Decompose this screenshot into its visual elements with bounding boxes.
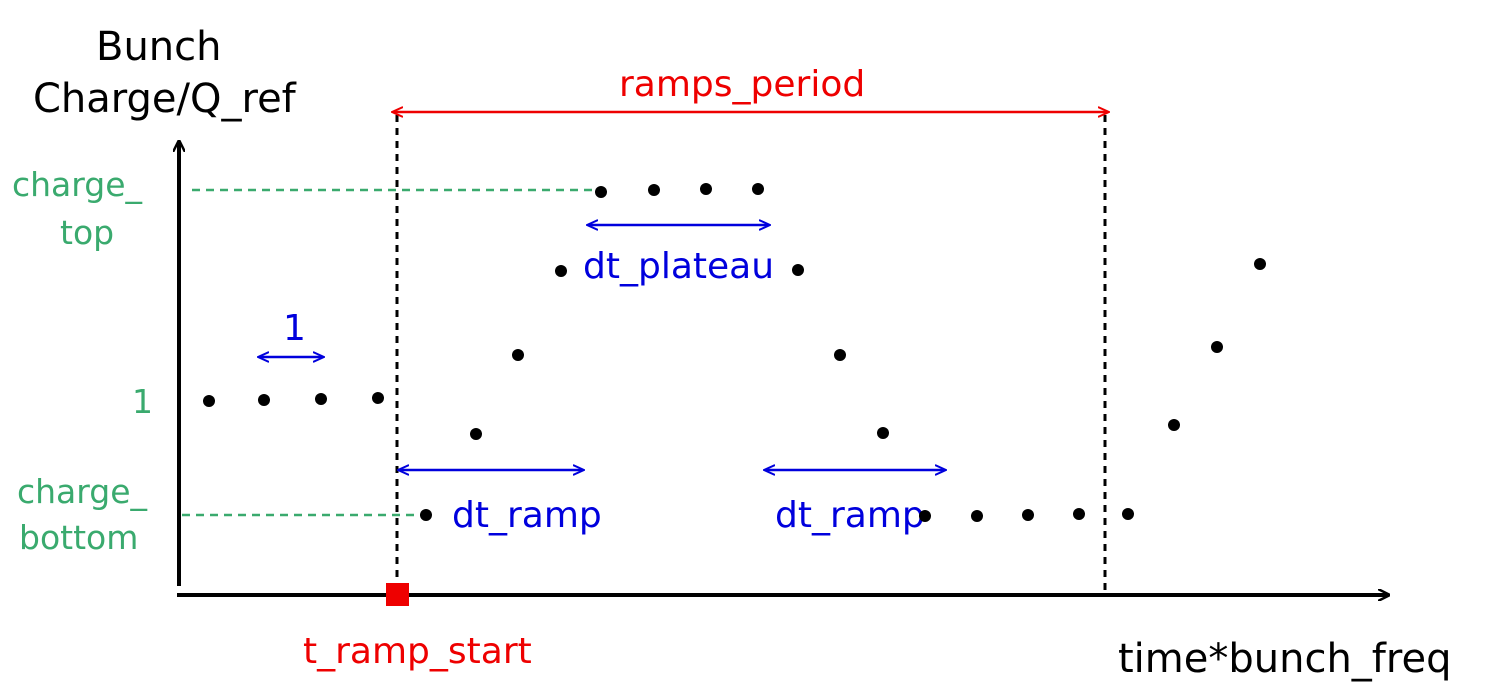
bunch-dot bbox=[919, 510, 931, 522]
bunch-dot bbox=[1168, 419, 1180, 431]
bunch-dot bbox=[971, 510, 983, 522]
unit-step-label: 1 bbox=[283, 308, 306, 349]
y-axis-label-line1: Bunch bbox=[96, 24, 222, 70]
bunch-dot bbox=[648, 184, 660, 196]
bunch-dot bbox=[1073, 508, 1085, 520]
charge-bottom-label-line1: charge_ bbox=[17, 472, 148, 511]
dt-ramp-rise-label: dt_ramp bbox=[452, 495, 602, 536]
bunch-dot bbox=[203, 395, 215, 407]
bunch-dot bbox=[792, 264, 804, 276]
bunch-dot bbox=[752, 183, 764, 195]
bunch-dot bbox=[1122, 508, 1134, 520]
bunch-dot bbox=[512, 349, 524, 361]
bunch-dot bbox=[834, 349, 846, 361]
bunch-dots bbox=[203, 183, 1266, 522]
charge-top-label-line1: charge_ bbox=[12, 165, 143, 204]
dt-ramp-fall-label: dt_ramp bbox=[775, 495, 925, 536]
bunch-dot bbox=[470, 428, 482, 440]
ramps-period-label: ramps_period bbox=[619, 64, 865, 105]
t-ramp-start-marker bbox=[386, 583, 409, 606]
bunch-dot bbox=[258, 394, 270, 406]
bunch-dot bbox=[595, 186, 607, 198]
dt-plateau-label: dt_plateau bbox=[583, 246, 774, 287]
charge-top-label-line2: top bbox=[60, 213, 114, 252]
bunch-dot bbox=[315, 393, 327, 405]
bunch-dot bbox=[700, 183, 712, 195]
bunch-dot bbox=[1254, 258, 1266, 270]
bunch-dot bbox=[1022, 509, 1034, 521]
bunch-dot bbox=[420, 509, 432, 521]
t-ramp-start-label: t_ramp_start bbox=[303, 631, 532, 672]
bunch-dot bbox=[877, 427, 889, 439]
y-axis-label-line2: Charge/Q_ref bbox=[33, 76, 297, 122]
x-axis-label: time*bunch_freq bbox=[1118, 636, 1451, 682]
bunch-dot bbox=[555, 265, 567, 277]
charge-bottom-label-line2: bottom bbox=[19, 518, 138, 557]
bunch-dot bbox=[1211, 341, 1223, 353]
level-one-label: 1 bbox=[132, 382, 153, 421]
bunch-dot bbox=[372, 392, 384, 404]
